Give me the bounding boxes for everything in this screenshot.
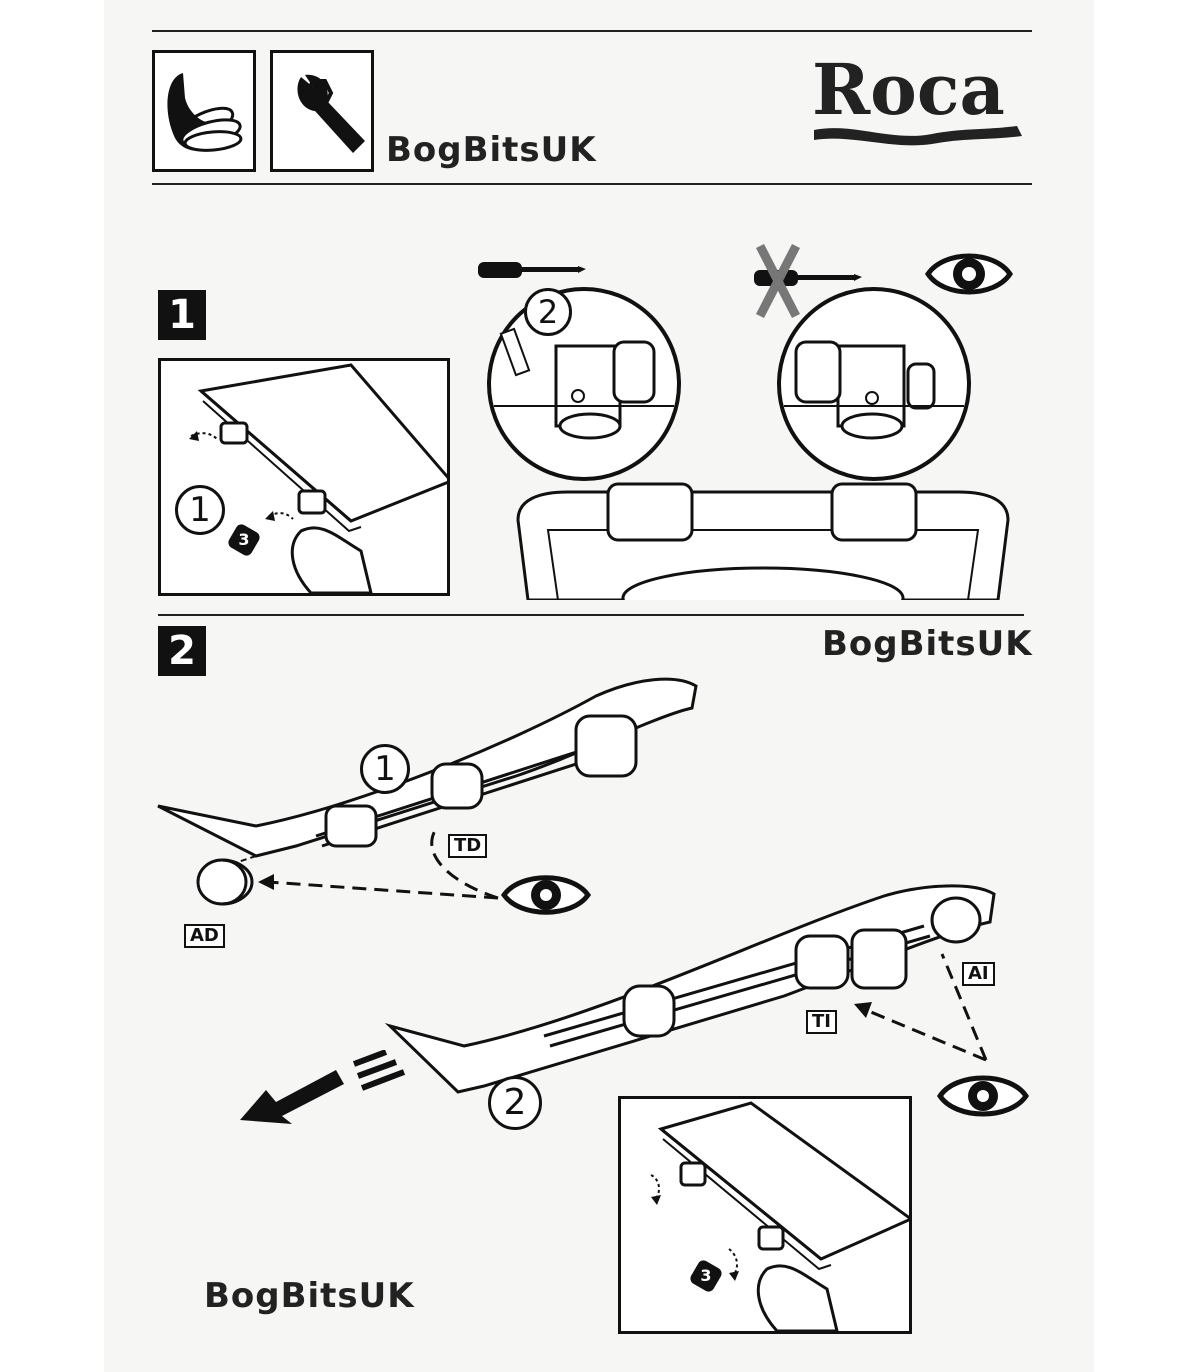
label-td: TD <box>448 834 488 858</box>
screwdriver-icon <box>478 262 586 278</box>
dashed-pointer-top <box>258 825 499 900</box>
step-2-panel-tighten: 3 <box>618 1096 914 1334</box>
step-2-badge: 2 <box>158 626 206 676</box>
step-1-detail-screw <box>487 287 681 481</box>
step-1-seat-overview <box>516 482 1010 600</box>
watermark-header: BogBitsUK <box>386 130 597 170</box>
dashed-pointer-bottom <box>854 953 988 1062</box>
step-1-badge: 1 <box>158 290 206 340</box>
step-1-callout-2: 2 <box>537 293 559 331</box>
brand-wave-mark <box>814 126 1022 146</box>
label-ti: TI <box>806 1010 837 1034</box>
step-2-callout-2: 2 <box>503 1082 527 1123</box>
step-1-detail-check <box>777 287 971 481</box>
header-top-rule <box>152 30 1032 32</box>
slide-arrow-icon <box>240 1050 406 1124</box>
eye-icon-step-2-bottom <box>936 1075 1030 1117</box>
toilet-seat-icon <box>152 50 256 172</box>
label-ai: AI <box>962 962 995 986</box>
watermark-step-2: BogBitsUK <box>822 624 1033 664</box>
screwdriver-crossed-icon <box>754 243 862 319</box>
step-2-exploded-hinge-bottom <box>384 884 996 1094</box>
header-bottom-rule <box>152 183 1032 185</box>
step-1-callout-1: 1 <box>189 490 211 530</box>
step-1-bolt-marker: 3 <box>238 530 250 549</box>
brand-logo: Roca <box>812 48 1005 131</box>
step-2-callout-1: 1 <box>374 749 396 789</box>
wrench-nut-icon <box>270 50 374 172</box>
step-1-panel-lift-seat: 1 3 <box>158 358 454 596</box>
watermark-footer: BogBitsUK <box>204 1276 415 1316</box>
step-divider <box>158 614 1024 616</box>
paper-background <box>104 0 1094 1372</box>
eye-icon-step-2-top <box>500 875 592 915</box>
step-2-bolt-marker: 3 <box>700 1266 712 1285</box>
end-cap-ad <box>196 858 254 906</box>
label-ad: AD <box>184 924 225 948</box>
eye-icon-step-1 <box>924 253 1014 295</box>
